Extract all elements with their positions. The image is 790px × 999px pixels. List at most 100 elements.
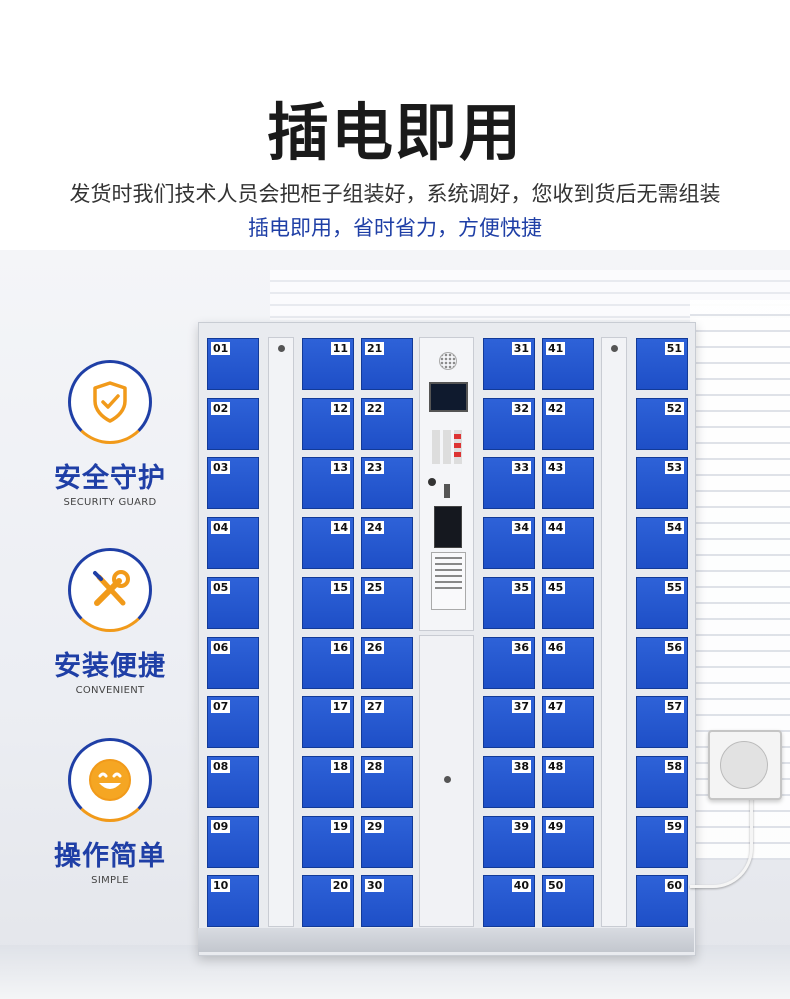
feature-convenient-badge: [68, 548, 152, 632]
locker-number: 05: [211, 580, 231, 594]
locker-door-49[interactable]: 49: [542, 815, 594, 868]
locker-door-35[interactable]: 35: [483, 576, 535, 629]
locker-door-26[interactable]: 26: [361, 636, 413, 689]
locker-door-28[interactable]: 28: [361, 755, 413, 808]
locker-door-43[interactable]: 43: [542, 457, 594, 510]
locker-number: 10: [211, 879, 231, 893]
locker-door-19[interactable]: 19: [302, 815, 354, 868]
locker-number: 53: [664, 461, 684, 475]
locker-door-48[interactable]: 48: [542, 755, 594, 808]
locker-number: 37: [511, 700, 531, 714]
locker-number: 23: [365, 461, 385, 475]
power-socket: [708, 730, 782, 800]
feature-security: 安全守护 SECURITY GUARD: [40, 360, 180, 508]
locker-door-11[interactable]: 11: [302, 338, 354, 390]
locker-door-34[interactable]: 34: [483, 517, 535, 570]
locker-number: 21: [365, 342, 385, 355]
locker-door-51[interactable]: 51: [636, 338, 688, 390]
locker-door-15[interactable]: 15: [302, 576, 354, 629]
locker-door-06[interactable]: 06: [207, 636, 259, 689]
locker-door-17[interactable]: 17: [302, 696, 354, 749]
locker-door-42[interactable]: 42: [542, 397, 594, 450]
feature-simple: 操作简单 SIMPLE: [40, 738, 180, 886]
locker-number: 45: [546, 580, 566, 594]
locker-number: 47: [546, 700, 566, 714]
locker-number: 41: [546, 342, 566, 355]
subtitle-highlight: 插电即用，省时省力，方便快捷: [248, 216, 542, 240]
locker-door-46[interactable]: 46: [542, 636, 594, 689]
lock-icon: [428, 478, 436, 486]
card-reader[interactable]: [434, 506, 462, 548]
locker-door-13[interactable]: 13: [302, 457, 354, 510]
locker-number: 02: [211, 401, 231, 415]
locker-door-39[interactable]: 39: [483, 815, 535, 868]
feature-simple-badge: [68, 738, 152, 822]
locker-door-31[interactable]: 31: [483, 338, 535, 390]
locker-number: 25: [365, 580, 385, 594]
locker-door-12[interactable]: 12: [302, 397, 354, 450]
locker-number: 14: [330, 521, 350, 535]
feature-simple-subtitle: SIMPLE: [91, 875, 129, 886]
locker-door-57[interactable]: 57: [636, 696, 688, 749]
locker-number: 28: [365, 759, 385, 773]
power-cord: [690, 790, 753, 888]
locker-number: 22: [365, 401, 385, 415]
locker-door-04[interactable]: 04: [207, 517, 259, 570]
locker-door-33[interactable]: 33: [483, 457, 535, 510]
locker-number: 51: [664, 342, 684, 355]
locker-door-29[interactable]: 29: [361, 815, 413, 868]
locker-door-38[interactable]: 38: [483, 755, 535, 808]
keyhole-icon: [444, 776, 451, 783]
locker-door-14[interactable]: 14: [302, 517, 354, 570]
feature-security-title: 安全守护: [54, 463, 166, 494]
locker-door-24[interactable]: 24: [361, 517, 413, 570]
locker-number: 38: [511, 759, 531, 773]
locker-door-41[interactable]: 41: [542, 338, 594, 390]
locker-door-50[interactable]: 50: [542, 875, 594, 928]
locker-number: 06: [211, 640, 231, 654]
locker-door-60[interactable]: 60: [636, 875, 688, 928]
locker-door-58[interactable]: 58: [636, 755, 688, 808]
locker-door-44[interactable]: 44: [542, 517, 594, 570]
locker-number: 59: [664, 819, 684, 833]
instruction-label: [431, 552, 466, 610]
locker-door-22[interactable]: 22: [361, 397, 413, 450]
locker-door-47[interactable]: 47: [542, 696, 594, 749]
locker-door-32[interactable]: 32: [483, 397, 535, 450]
locker-door-30[interactable]: 30: [361, 875, 413, 928]
locker-door-07[interactable]: 07: [207, 696, 259, 749]
locker-number: 56: [664, 640, 684, 654]
locker-door-18[interactable]: 18: [302, 755, 354, 808]
locker-number: 31: [511, 342, 531, 355]
locker-door-54[interactable]: 54: [636, 517, 688, 570]
locker-door-55[interactable]: 55: [636, 576, 688, 629]
control-panel: [419, 337, 474, 631]
locker-door-36[interactable]: 36: [483, 636, 535, 689]
locker-door-25[interactable]: 25: [361, 576, 413, 629]
locker-door-52[interactable]: 52: [636, 397, 688, 450]
locker-door-56[interactable]: 56: [636, 636, 688, 689]
locker-door-40[interactable]: 40: [483, 875, 535, 928]
locker-door-08[interactable]: 08: [207, 755, 259, 808]
locker-door-23[interactable]: 23: [361, 457, 413, 510]
locker-door-37[interactable]: 37: [483, 696, 535, 749]
feature-convenient: 安装便捷 CONVENIENT: [40, 548, 180, 696]
locker-door-16[interactable]: 16: [302, 636, 354, 689]
locker-number: 07: [211, 700, 231, 714]
locker-door-10[interactable]: 10: [207, 875, 259, 928]
feature-convenient-title: 安装便捷: [54, 651, 166, 682]
locker-door-20[interactable]: 20: [302, 875, 354, 928]
locker-door-09[interactable]: 09: [207, 815, 259, 868]
locker-number: 52: [664, 401, 684, 415]
locker-door-02[interactable]: 02: [207, 397, 259, 450]
locker-door-01[interactable]: 01: [207, 338, 259, 390]
locker-door-45[interactable]: 45: [542, 576, 594, 629]
locker-door-59[interactable]: 59: [636, 815, 688, 868]
locker-door-27[interactable]: 27: [361, 696, 413, 749]
locker-door-53[interactable]: 53: [636, 457, 688, 510]
locker-door-05[interactable]: 05: [207, 576, 259, 629]
locker-door-03[interactable]: 03: [207, 457, 259, 510]
keypad[interactable]: [432, 430, 462, 464]
locker-door-21[interactable]: 21: [361, 338, 413, 390]
locker-number: 44: [546, 521, 566, 535]
